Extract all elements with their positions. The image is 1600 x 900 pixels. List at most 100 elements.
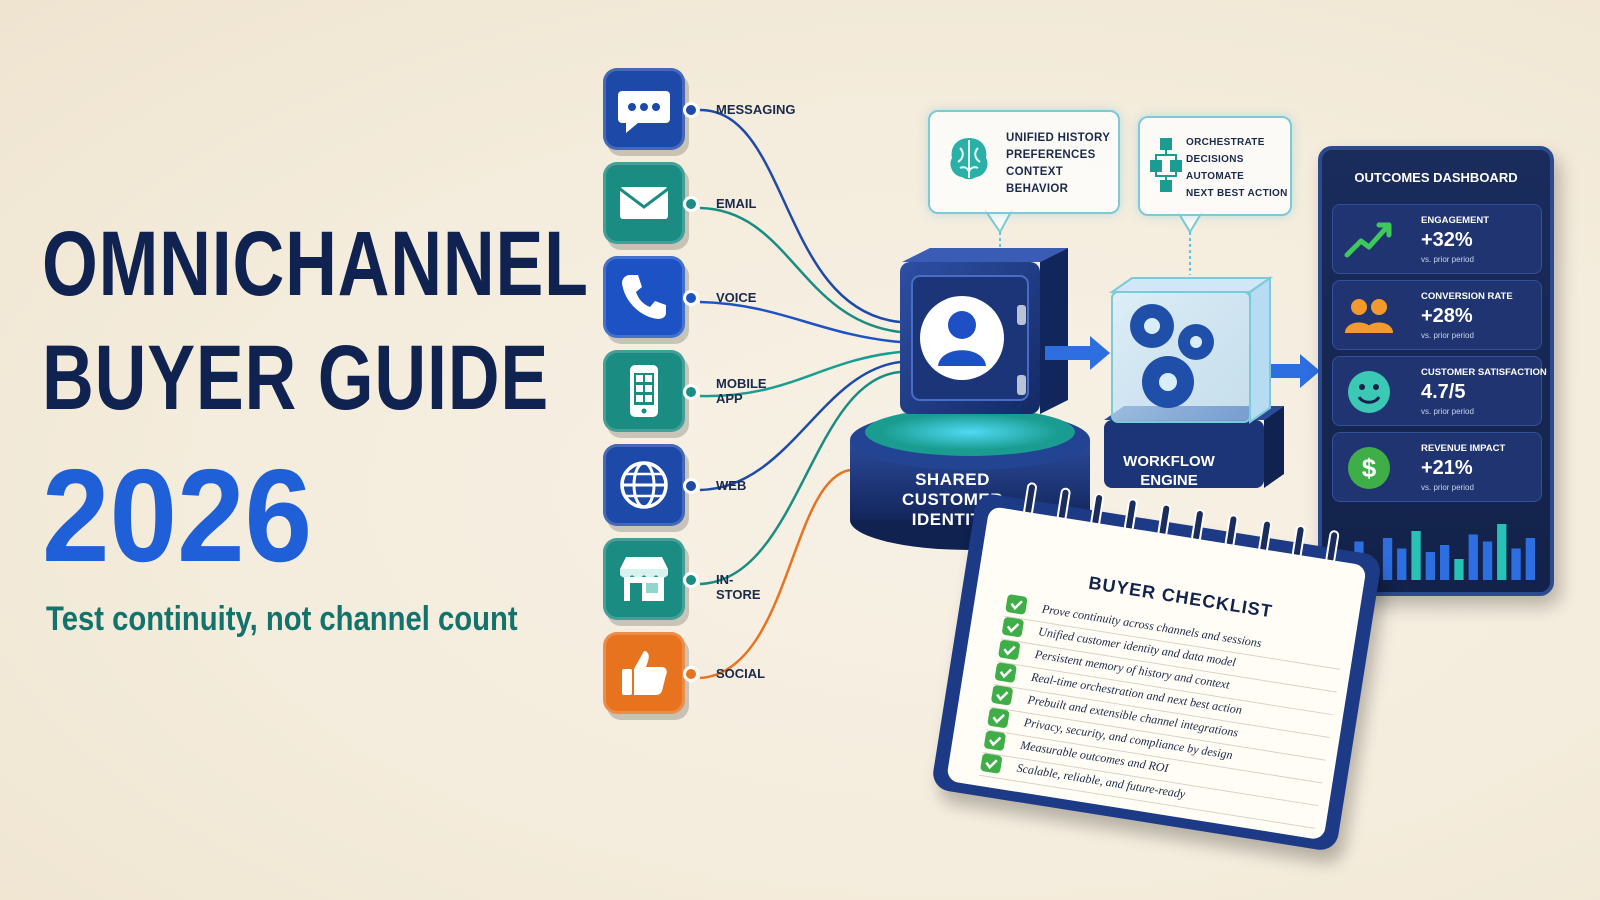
smiley-icon <box>1343 367 1395 417</box>
checkmark-icon <box>997 639 1021 661</box>
data-callout-line: PREFERENCES <box>1006 149 1096 161</box>
tagline: Test continuity, not channel count <box>46 600 518 638</box>
data-callout-lines: UNIFIED HISTORY PREFERENCES CONTEXT BEHA… <box>1006 130 1110 198</box>
workflow-callout: ORCHESTRATE DECISIONS AUTOMATE NEXT BEST… <box>1138 116 1292 216</box>
channel-label: SOCIAL <box>716 666 766 681</box>
connector-mobile <box>699 350 901 398</box>
title-line-1: OMNICHANNEL <box>42 213 589 315</box>
dashboard-bar <box>1454 559 1464 580</box>
checkmark-icon <box>990 684 1014 706</box>
channel-connector-dot <box>683 478 699 494</box>
channel-tile <box>603 162 685 244</box>
dashboard-title: OUTCOMES DASHBOARD <box>1354 170 1518 185</box>
metric-card-conversion-rate: CONVERSION RATE+28%vs. prior period <box>1332 280 1542 350</box>
checklist-items: Prove continuity across channels and ses… <box>979 506 1367 829</box>
checkmark-icon <box>979 752 1003 774</box>
buyer-checklist: BUYER CHECKLIST Prove continuity across … <box>929 474 1395 866</box>
workflow-engine <box>1104 276 1284 488</box>
channel-connector-dot <box>683 572 699 588</box>
channel-messaging: MESSAGING <box>603 68 795 154</box>
workflow-callout-line: AUTOMATE <box>1186 171 1245 182</box>
outcomes-dashboard: OUTCOMES DASHBOARD ENGAGEMENT+32%vs. pri… <box>1318 146 1554 596</box>
dashboard-bar <box>1425 552 1435 580</box>
channel-label: MESSAGING <box>716 102 796 117</box>
data-callout-line: CONTEXT <box>1006 166 1064 178</box>
checklist-item: Unified customer identity and data model <box>1000 616 1341 693</box>
connector-web <box>699 360 901 492</box>
checklist-item: Prebuilt and extensible channel integrat… <box>990 684 1330 761</box>
data-callout: UNIFIED HISTORY PREFERENCES CONTEXT BEHA… <box>928 110 1120 214</box>
dollar-icon: $ <box>1343 443 1395 493</box>
metric-sub: vs. prior period <box>1421 407 1474 416</box>
channel-tile <box>603 444 685 526</box>
dashboard-bar <box>1397 548 1407 580</box>
thumbs-up-icon <box>614 643 674 703</box>
chat-bubble-icon <box>614 79 674 139</box>
user-avatar-icon <box>938 311 986 366</box>
metric-value: 4.7/5 <box>1421 381 1466 403</box>
metric-value: +21% <box>1421 457 1473 479</box>
dashboard-bar <box>1525 538 1535 580</box>
mobile-phone-icon <box>614 361 674 421</box>
checkmark-icon <box>994 662 1017 684</box>
channel-label: WEB <box>716 478 747 493</box>
title-line-2: BUYER GUIDE <box>42 327 549 429</box>
gears-icon <box>1130 304 1214 408</box>
data-callout-line: BEHAVIOR <box>1006 183 1069 195</box>
connector-instore <box>699 370 901 586</box>
checkmark-icon <box>987 707 1010 729</box>
channel-label: EMAIL <box>716 196 757 211</box>
dashboard-bar <box>1497 524 1507 580</box>
channel-connector-dot <box>683 196 699 212</box>
storefront-icon <box>614 549 674 609</box>
envelope-icon <box>614 173 674 233</box>
channel-tile <box>603 256 685 338</box>
flowchart-icon <box>1148 136 1184 198</box>
checklist-item: Prove continuity across channels and ses… <box>1004 593 1344 670</box>
channel-tile <box>603 68 685 150</box>
workflow-callout-line: DECISIONS <box>1186 154 1244 165</box>
channel-label: MOBILE APP <box>716 376 767 406</box>
metric-card-engagement: ENGAGEMENT+32%vs. prior period <box>1332 204 1542 274</box>
workflow-callout-line: ORCHESTRATE <box>1186 137 1265 148</box>
channel-tile <box>603 538 685 620</box>
channel-label: IN-STORE <box>716 572 761 602</box>
channel-tile <box>603 350 685 432</box>
checklist-item: Real-time orchestration and next best ac… <box>993 662 1334 739</box>
checklist-item: Privacy, security, and compliance by des… <box>986 707 1326 784</box>
dashboard-bar <box>1440 545 1450 580</box>
checklist-paper: BUYER CHECKLIST Prove continuity across … <box>946 506 1367 841</box>
channel-connector-dot <box>683 290 699 306</box>
phone-icon <box>614 267 674 327</box>
metric-card-revenue-impact: $REVENUE IMPACT+21%vs. prior period <box>1332 432 1542 502</box>
data-callout-line: UNIFIED HISTORY <box>1006 132 1111 144</box>
connector-email <box>699 206 901 334</box>
workflow-callout-line: NEXT BEST ACTION <box>1186 188 1288 199</box>
channel-mobile-app: MOBILE APP <box>603 350 767 436</box>
channel-email: EMAIL <box>603 162 756 248</box>
channel-label: VOICE <box>716 290 757 305</box>
checklist-item: Scalable, reliable, and future-ready <box>979 752 1319 829</box>
checkmark-icon <box>1005 593 1028 615</box>
metric-sub: vs. prior period <box>1421 483 1474 492</box>
dashboard-bar <box>1382 538 1393 580</box>
checklist-item: Persistent memory of history and context <box>997 639 1337 716</box>
dashboard-bar <box>1468 534 1478 580</box>
channel-connectors <box>699 108 901 680</box>
connector-voice <box>699 300 901 344</box>
checkmark-icon <box>1001 616 1025 638</box>
people-icon <box>1343 291 1395 341</box>
metric-value: +28% <box>1421 305 1473 327</box>
connector-social <box>699 468 851 680</box>
title-year: 2026 <box>42 442 313 589</box>
svg-text:$: $ <box>1362 453 1377 483</box>
trend-up-icon <box>1343 215 1395 265</box>
channel-tile <box>603 632 685 714</box>
dashboard-bar <box>1482 541 1493 580</box>
channel-voice: VOICE <box>603 256 756 342</box>
channel-social: SOCIAL <box>603 632 765 718</box>
checklist-item: Measurable outcomes and ROI <box>982 730 1323 807</box>
workflow-engine-label: WORKFLOW ENGINE <box>1123 453 1215 489</box>
channel-web: WEB <box>603 444 746 530</box>
